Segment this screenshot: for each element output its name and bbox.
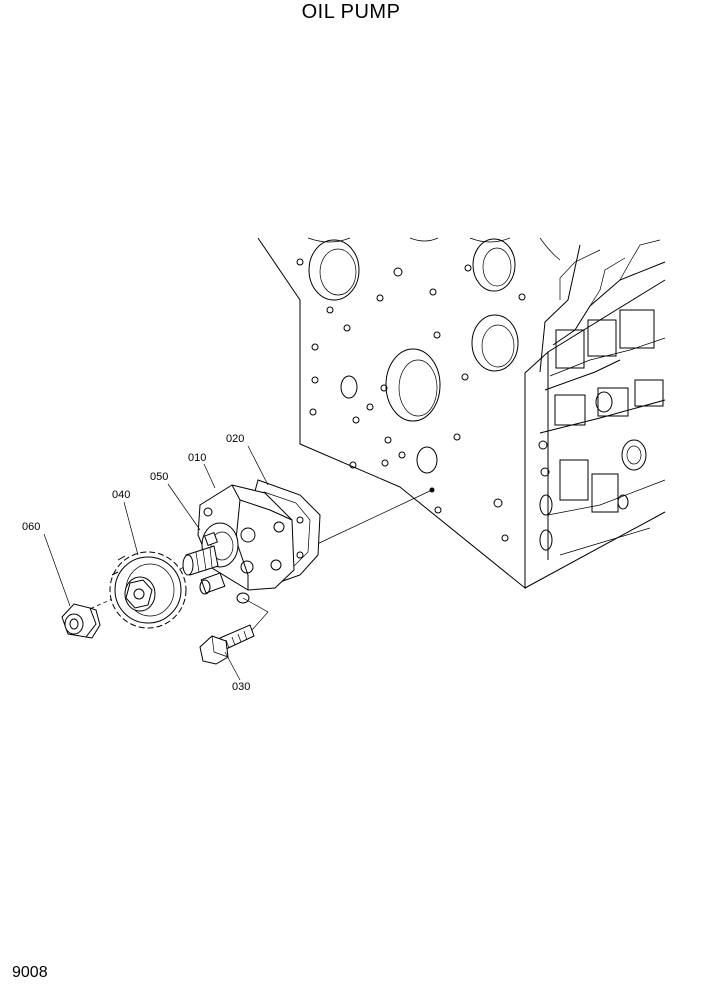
nut bbox=[61, 603, 101, 639]
bolt bbox=[199, 597, 269, 665]
gear bbox=[109, 551, 187, 629]
page-title: OIL PUMP bbox=[301, 1, 401, 23]
callout-label: 040 bbox=[112, 489, 130, 501]
callout-label: 050 bbox=[150, 471, 168, 483]
drive-shaft bbox=[182, 531, 219, 576]
callout-label: 060 bbox=[22, 521, 40, 533]
engine-block bbox=[257, 237, 666, 590]
callout-label: 030 bbox=[232, 681, 250, 693]
page-number: 9008 bbox=[12, 964, 48, 981]
callout-label: 010 bbox=[188, 452, 206, 464]
callout-leaders bbox=[43, 445, 269, 681]
callout-label: 020 bbox=[226, 433, 244, 445]
